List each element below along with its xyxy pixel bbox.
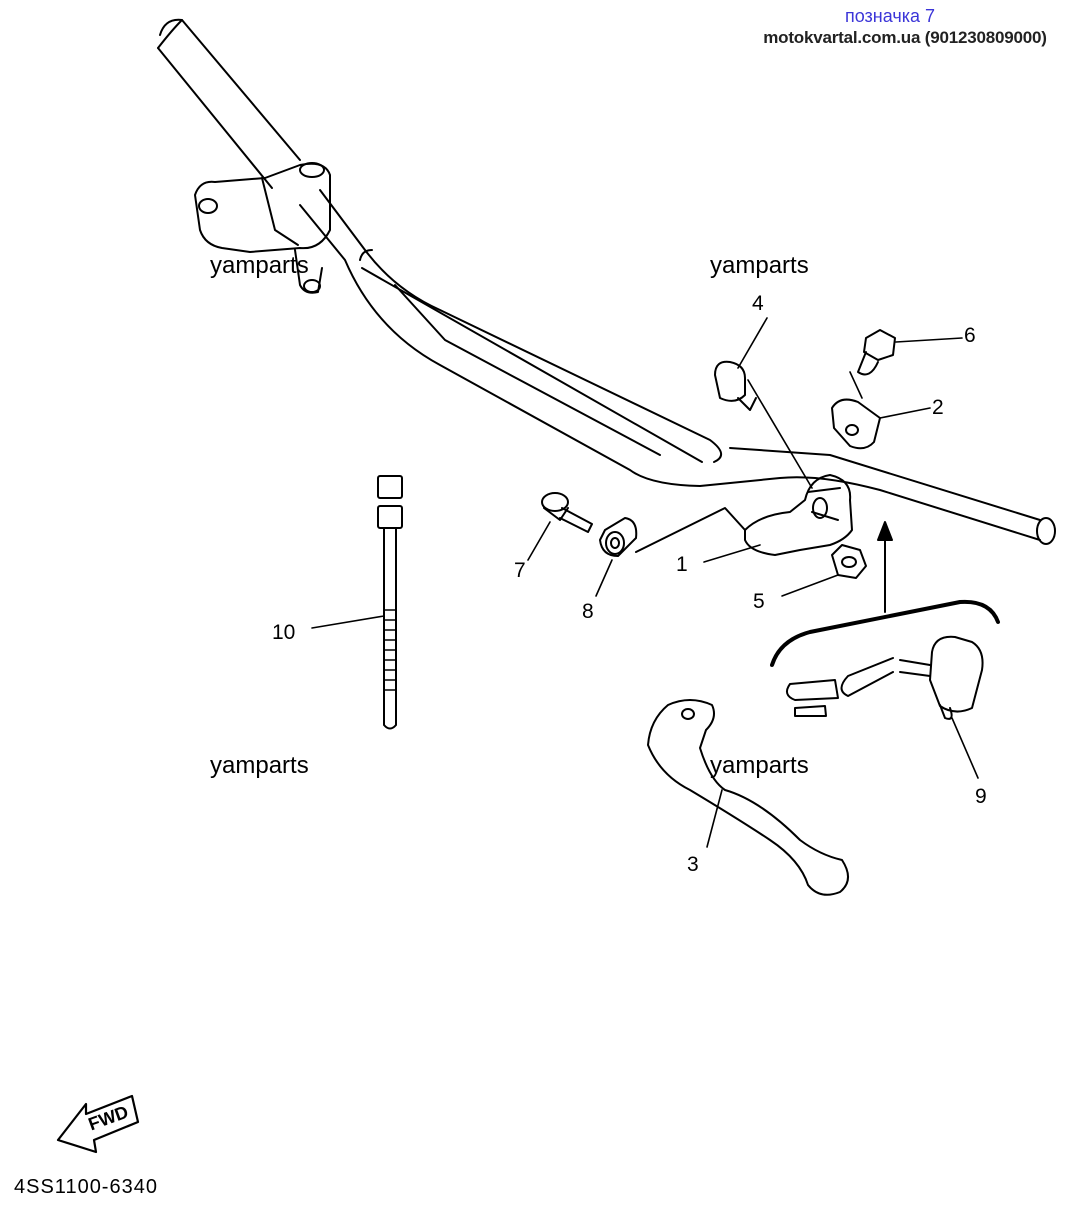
part-4-bolt — [714, 360, 757, 411]
watermark-2: yamparts — [710, 252, 809, 279]
callout-8: 8 — [582, 600, 594, 623]
leader-8 — [595, 559, 613, 597]
handlebar — [157, 18, 1056, 545]
header-title: позначка 7 — [844, 6, 936, 26]
callout-4: 4 — [752, 292, 764, 315]
leader-9 — [951, 717, 979, 779]
callout-9: 9 — [975, 785, 987, 808]
watermark-3: yamparts — [210, 752, 309, 779]
leader-2 — [879, 407, 931, 419]
callout-1: 1 — [676, 553, 688, 576]
leader-1 — [703, 544, 761, 563]
part-8-collar — [599, 517, 638, 557]
leader-3 — [706, 789, 723, 848]
leader-5 — [781, 574, 839, 597]
callout-2: 2 — [932, 396, 944, 419]
leader-6 — [895, 337, 963, 343]
part-3-lever — [647, 699, 849, 896]
callout-10: 10 — [272, 621, 296, 644]
leader-10 — [311, 615, 385, 629]
header-site: motokvartal.com.ua (901230809000) — [763, 28, 1047, 47]
leader-7 — [527, 521, 551, 561]
callout-5: 5 — [753, 590, 765, 613]
leader-lines — [311, 317, 979, 848]
leader-4 — [737, 317, 768, 369]
watermark-4: yamparts — [710, 752, 809, 779]
watermark-1: yamparts — [210, 252, 309, 279]
inset-boundary — [770, 521, 1000, 667]
part-9-switch — [785, 635, 984, 720]
part-6-bolt — [857, 329, 896, 376]
fwd-arrow-icon — [56, 1094, 140, 1154]
handlebar-clamp — [194, 162, 331, 294]
part-2-clamp — [831, 398, 881, 450]
part-7-bolt — [541, 492, 593, 533]
callout-6: 6 — [964, 324, 976, 347]
part-1-lever-holder — [635, 474, 853, 556]
diagram-code: 4SS1100-6340 — [14, 1176, 158, 1198]
leader-6b — [849, 371, 863, 399]
callout-3: 3 — [687, 853, 699, 876]
part-5-nut — [831, 544, 867, 579]
part-10-cable-tie — [377, 475, 403, 730]
callout-7: 7 — [514, 559, 526, 582]
leader-4b — [747, 379, 813, 489]
